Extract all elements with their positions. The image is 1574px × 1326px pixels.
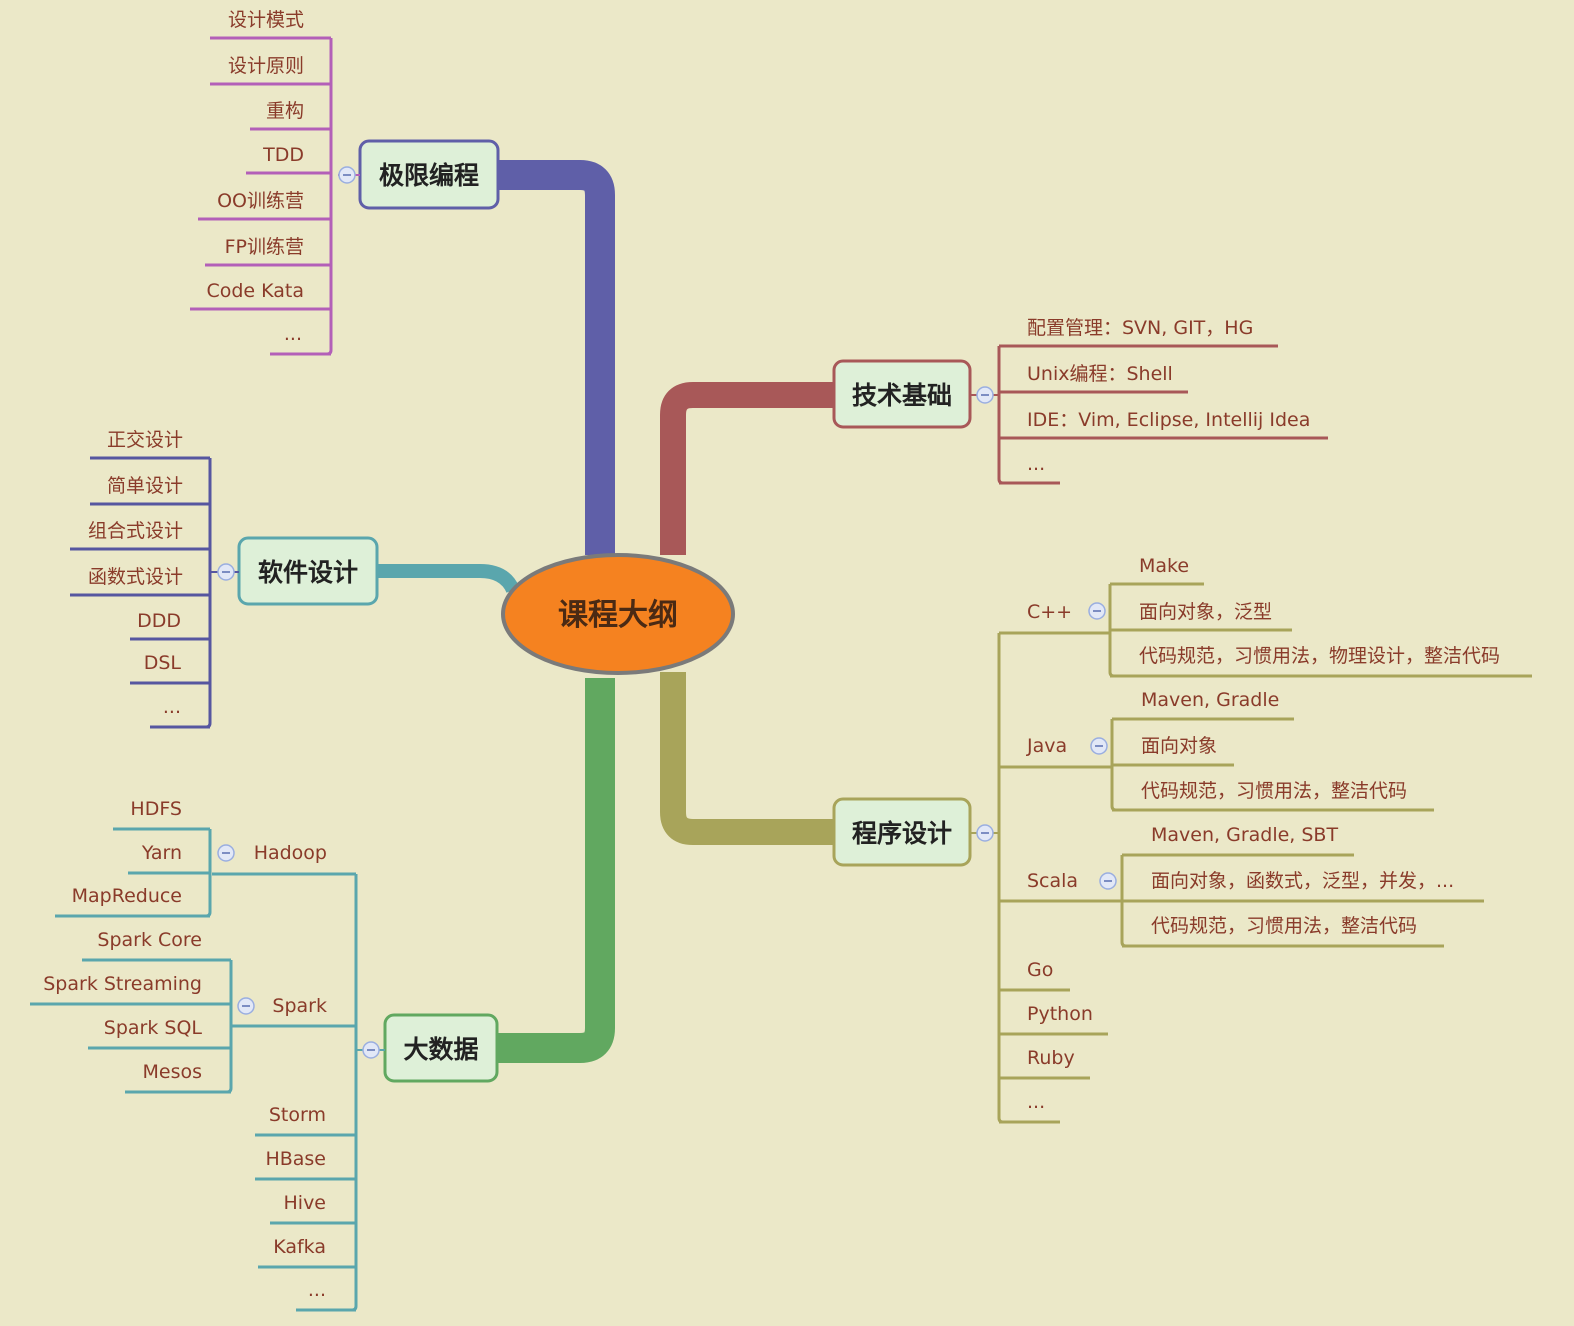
topic-tech[interactable]: 技术基础 (832, 359, 972, 429)
branch-bigdata (497, 678, 615, 1063)
tech-leaf: 配置管理：SVN, GIT，HG (1027, 317, 1253, 339)
collapse-toggle-hadoop[interactable] (217, 844, 235, 862)
design-leaf: ... (163, 696, 181, 718)
xp-leaf: 设计模式 (228, 9, 304, 31)
java-item: Maven, Gradle (1141, 689, 1279, 711)
collapse-toggle-tech[interactable] (970, 386, 999, 404)
collapse-toggle-xp[interactable] (338, 166, 360, 184)
collapse-toggle-scala[interactable] (1099, 872, 1117, 890)
design-leaf: 函数式设计 (88, 566, 183, 588)
xp-leaf: 设计原则 (228, 55, 304, 77)
topic-prog-branches (997, 582, 1532, 1124)
topic-tech-label: 技术基础 (852, 381, 952, 410)
scala-item: Maven, Gradle, SBT (1151, 824, 1338, 846)
bigdata-leaf: ... (308, 1279, 326, 1301)
xp-leaf: FP训练营 (225, 236, 304, 258)
topic-xp-label: 极限编程 (379, 161, 479, 190)
tech-leaf: Unix编程：Shell (1027, 363, 1173, 385)
bigdata-leaf: Kafka (273, 1236, 326, 1258)
hadoop-item: Yarn (141, 842, 182, 864)
xp-leaf: TDD (262, 144, 304, 166)
xp-leaf: OO训练营 (217, 190, 304, 212)
bigdata-leaf: Storm (269, 1104, 326, 1126)
prog-leaf: ... (1027, 1091, 1045, 1113)
branch-tech (660, 382, 834, 555)
spark-item: Spark SQL (104, 1017, 203, 1039)
topic-xp[interactable]: 极限编程 (358, 139, 500, 210)
design-leaf: 组合式设计 (88, 520, 183, 542)
topic-bigdata-branches (30, 827, 358, 1312)
hadoop-item: MapReduce (72, 885, 182, 907)
bigdata-group-hadoop: Hadoop (254, 842, 327, 864)
topic-xp-leaves (190, 36, 333, 356)
hadoop-item: HDFS (130, 798, 182, 820)
collapse-toggle-prog[interactable] (970, 824, 999, 842)
topic-bigdata-label: 大数据 (403, 1035, 478, 1064)
prog-leaf: Ruby (1027, 1047, 1075, 1069)
tech-leaf: IDE：Vim, Eclipse, Intellij Idea (1027, 409, 1310, 431)
topic-prog[interactable]: 程序设计 (832, 797, 972, 867)
spark-item: Spark Streaming (43, 973, 202, 995)
collapse-toggle-bigdata[interactable] (357, 1041, 385, 1059)
topic-bigdata[interactable]: 大数据 (383, 1013, 499, 1083)
scala-item: 代码规范，习惯用法，整洁代码 (1151, 915, 1417, 937)
collapse-toggle-cpp[interactable] (1088, 602, 1106, 620)
xp-leaf: ... (284, 323, 302, 345)
prog-group-scala: Scala (1027, 870, 1078, 892)
design-leaf: DSL (144, 652, 182, 674)
java-item: 代码规范，习惯用法，整洁代码 (1141, 780, 1407, 802)
prog-group-java: Java (1026, 735, 1067, 757)
prog-group-cpp: C++ (1027, 601, 1072, 623)
collapse-toggle-java[interactable] (1090, 737, 1108, 755)
branch-prog (660, 672, 834, 845)
topic-design-label: 软件设计 (258, 558, 358, 587)
topic-prog-label: 程序设计 (852, 819, 952, 848)
prog-leaf: Go (1027, 959, 1053, 981)
topic-tech-leaves (997, 344, 1328, 485)
central-topic[interactable]: 课程大纲 (501, 553, 735, 675)
central-topic-label: 课程大纲 (558, 598, 678, 633)
topic-design[interactable]: 软件设计 (237, 536, 379, 606)
design-leaf: DDD (137, 610, 181, 632)
collapse-toggle-design[interactable] (211, 563, 239, 581)
cpp-item: 代码规范，习惯用法，物理设计，整洁代码 (1139, 645, 1500, 667)
cpp-item: 面向对象，泛型 (1139, 601, 1272, 623)
xp-leaf: Code Kata (206, 280, 304, 302)
design-leaf: 正交设计 (107, 429, 183, 451)
spark-item: Mesos (142, 1061, 202, 1083)
collapse-toggle-spark[interactable] (237, 997, 255, 1015)
bigdata-leaf: Hive (284, 1192, 327, 1214)
branch-design (377, 564, 520, 594)
design-leaf: 简单设计 (107, 475, 183, 497)
branch-xp (498, 160, 615, 555)
bigdata-leaf: HBase (265, 1148, 326, 1170)
cpp-item: Make (1139, 555, 1189, 577)
scala-item: 面向对象，函数式，泛型，并发，... (1151, 870, 1454, 892)
prog-leaf: Python (1027, 1003, 1093, 1025)
java-item: 面向对象 (1141, 735, 1217, 757)
tech-leaf: ... (1027, 453, 1045, 475)
bigdata-group-spark: Spark (272, 995, 327, 1017)
xp-leaf: 重构 (266, 100, 304, 122)
topic-design-leaves (70, 456, 212, 729)
spark-item: Spark Core (97, 929, 202, 951)
